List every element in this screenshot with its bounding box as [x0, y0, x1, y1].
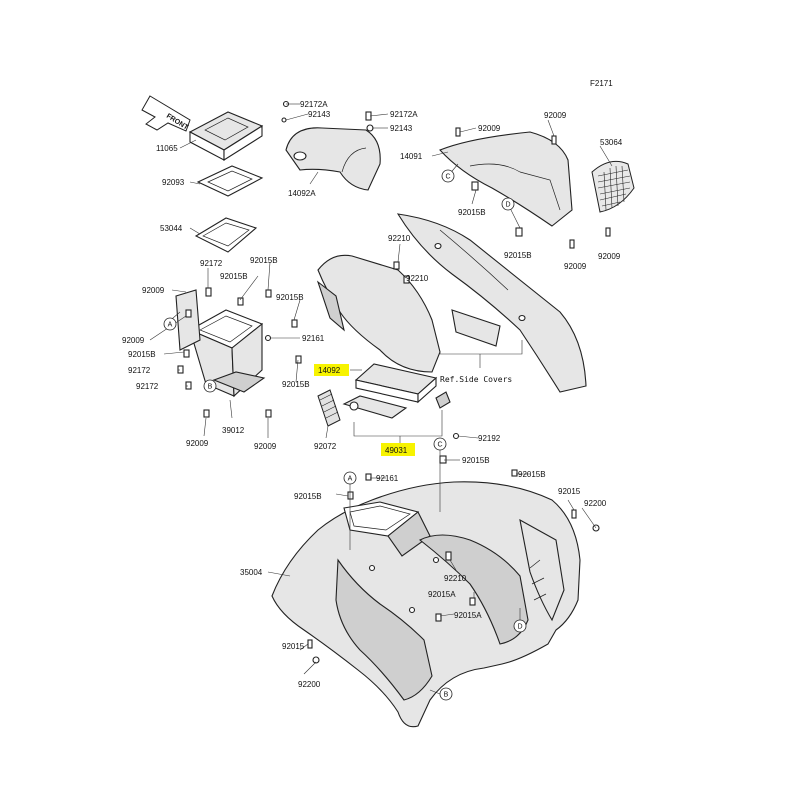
svg-text:C: C — [437, 442, 442, 449]
label-35004: 35004 — [240, 568, 263, 577]
label-53064: 53064 — [600, 138, 623, 147]
label-92172A: 92172A — [300, 100, 328, 109]
part-35004-rear-fender — [271, 481, 581, 728]
label-92143: 92143 — [390, 124, 413, 133]
callout-d-lower: D — [513, 619, 527, 633]
hardware-fasteners — [177, 100, 611, 664]
callout-a-upper: A — [163, 317, 177, 331]
label-92015: 92015 — [282, 642, 305, 651]
callout-b-upper: B — [203, 379, 217, 393]
label-49031: 49031 — [385, 446, 408, 455]
svg-text:B: B — [208, 384, 213, 391]
label-92015B: 92015B — [250, 256, 278, 265]
label-92015A: 92015A — [428, 590, 456, 599]
label-14091: 14091 — [400, 152, 423, 161]
label-92172: 92172 — [128, 366, 151, 375]
label-92172A: 92172A — [390, 110, 418, 119]
part-14091-right-cover — [439, 131, 573, 237]
label-92009: 92009 — [142, 286, 165, 295]
label-92015B: 92015B — [220, 272, 248, 281]
svg-text:D: D — [505, 202, 510, 209]
label-39012: 39012 — [222, 426, 245, 435]
callout-circles: A B C D C A D B — [163, 169, 527, 701]
label-92015B: 92015B — [128, 350, 156, 359]
label-92015B: 92015B — [294, 492, 322, 501]
side-covers-panel — [396, 213, 587, 393]
label-92009: 92009 — [122, 336, 145, 345]
highlight-14092 — [314, 364, 349, 376]
svg-text:C: C — [445, 174, 450, 181]
svg-text:D: D — [517, 624, 522, 631]
part-92072-grille — [317, 389, 341, 427]
svg-text:B: B — [444, 692, 449, 699]
label-14092A: 14092A — [288, 189, 316, 198]
label-92009: 92009 — [254, 442, 277, 451]
part-49031-hinge — [342, 391, 451, 419]
label-92015: 92015 — [558, 487, 581, 496]
part-labels: 92172A 92143 92172A 92143 92009 92009 53… — [122, 100, 623, 689]
label-92009: 92009 — [186, 439, 209, 448]
callout-d-upper: D — [501, 197, 515, 211]
label-53044: 53044 — [160, 224, 183, 233]
label-92009: 92009 — [544, 111, 567, 120]
callout-b-lower: B — [439, 687, 453, 701]
label-92009: 92009 — [478, 124, 501, 133]
label-92009: 92009 — [564, 262, 587, 271]
label-11065: 11065 — [156, 144, 178, 153]
label-92015B: 92015B — [458, 208, 486, 217]
label-92093: 92093 — [162, 178, 185, 187]
label-92015B: 92015B — [504, 251, 532, 260]
label-92015A: 92015A — [454, 611, 482, 620]
label-92015B: 92015B — [462, 456, 490, 465]
callout-c-lower: C — [433, 437, 447, 451]
label-92210: 92210 — [444, 574, 467, 583]
label-92015B: 92015B — [282, 380, 310, 389]
part-fender-left — [316, 254, 441, 373]
label-92161: 92161 — [302, 334, 325, 343]
part-39012-box — [188, 309, 266, 398]
part-14092-lid — [354, 363, 438, 404]
label-92172: 92172 — [136, 382, 159, 391]
diagram-code: F2171 — [590, 79, 613, 88]
part-14092A-cover — [285, 127, 381, 191]
label-92172: 92172 — [200, 259, 223, 268]
part-bracket-left — [175, 289, 201, 351]
callout-c-upper: C — [441, 169, 455, 183]
label-14092: 14092 — [318, 366, 341, 375]
label-92200: 92200 — [298, 680, 321, 689]
label-92015B: 92015B — [276, 293, 304, 302]
label-92015B: 92015B — [518, 470, 546, 479]
label-92192: 92192 — [478, 434, 501, 443]
callout-a-lower: A — [343, 471, 357, 485]
svg-text:A: A — [168, 322, 173, 329]
part-92093-frame — [196, 165, 264, 197]
label-92200: 92200 — [584, 499, 607, 508]
label-92143: 92143 — [308, 110, 331, 119]
ref-side-covers-note: Ref.Side Covers — [440, 375, 512, 384]
part-53044-seal — [194, 217, 258, 253]
label-92210: 92210 — [388, 234, 411, 243]
svg-text:A: A — [348, 476, 353, 483]
part-53064-grille — [591, 160, 635, 213]
front-arrow-icon: FRONT — [141, 95, 191, 132]
label-92210: 92210 — [406, 274, 429, 283]
label-92009: 92009 — [598, 252, 621, 261]
highlight-49031 — [381, 443, 415, 456]
part-11065-pad — [188, 111, 264, 161]
label-92161: 92161 — [376, 474, 399, 483]
label-92072: 92072 — [314, 442, 337, 451]
